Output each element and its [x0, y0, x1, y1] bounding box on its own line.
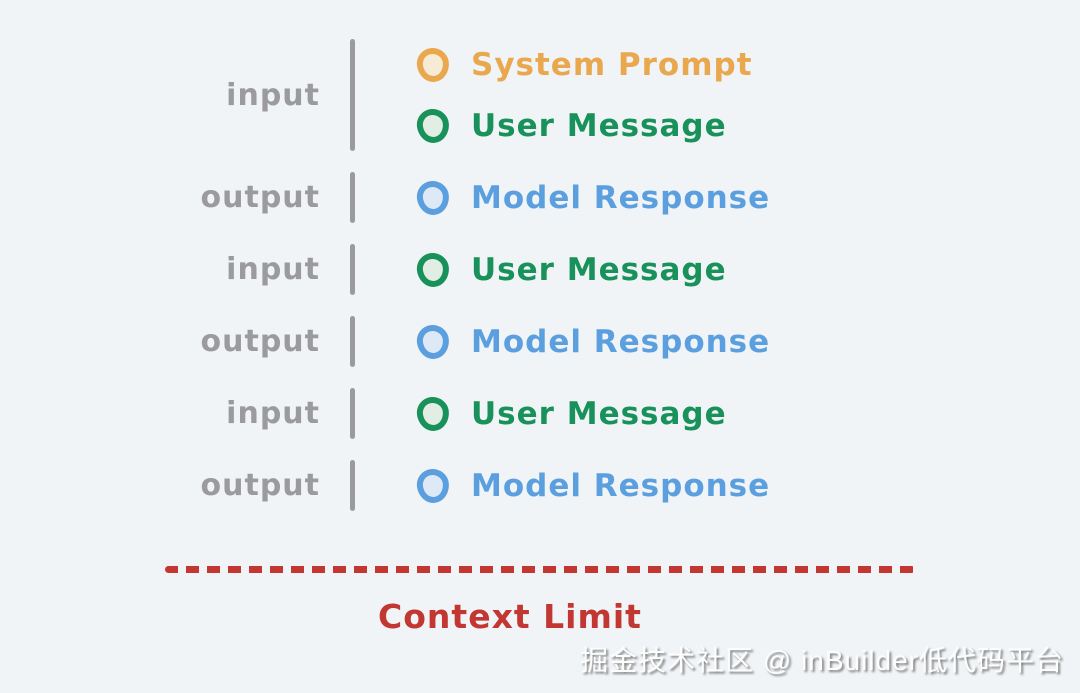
circle-ring-icon	[415, 322, 451, 361]
circle-ring-icon	[415, 394, 451, 433]
message-item-label: Model Response	[471, 179, 771, 216]
group-input-2: input User Message	[0, 239, 1080, 300]
group-output-5: output Model Response	[0, 455, 1080, 516]
message-item-user-message: User Message	[415, 239, 727, 300]
message-item-model-response: Model Response	[415, 455, 771, 516]
group-items: Model Response	[415, 167, 771, 228]
message-item-label: Model Response	[471, 467, 771, 504]
group-input-4: input User Message	[0, 383, 1080, 444]
circle-ring-icon	[415, 178, 451, 217]
output-label: output	[200, 324, 320, 359]
group-output-3: output Model Response	[0, 311, 1080, 372]
group-bracket-bar	[350, 316, 355, 367]
message-item-model-response: Model Response	[415, 167, 771, 228]
group-bracket-bar	[350, 39, 355, 151]
group-output-1: output Model Response	[0, 167, 1080, 228]
circle-ring-icon	[415, 250, 451, 289]
message-item-user-message: User Message	[415, 95, 753, 156]
message-item-label: Model Response	[471, 323, 771, 360]
message-item-system-prompt: System Prompt	[415, 34, 753, 95]
context-limit-label: Context Limit	[378, 597, 642, 636]
group-items: Model Response	[415, 311, 771, 372]
message-item-label: User Message	[471, 107, 727, 144]
circle-ring-icon	[415, 106, 451, 145]
input-label: input	[226, 252, 320, 287]
group-bracket-bar	[350, 460, 355, 511]
circle-ring-icon	[415, 466, 451, 505]
output-label: output	[200, 468, 320, 503]
message-item-user-message: User Message	[415, 383, 727, 444]
group-bracket-bar	[350, 388, 355, 439]
group-bracket-bar	[350, 172, 355, 223]
watermark-text: 掘金技术社区 @ inBuilder低代码平台	[580, 645, 1064, 676]
input-label: input	[226, 396, 320, 431]
circle-ring-icon	[415, 45, 451, 84]
message-item-label: User Message	[471, 251, 727, 288]
group-items: User Message	[415, 239, 727, 300]
context-limit-dashed-line	[165, 566, 915, 573]
message-item-label: System Prompt	[471, 46, 753, 83]
group-items: Model Response	[415, 455, 771, 516]
output-label: output	[200, 180, 320, 215]
group-bracket-bar	[350, 244, 355, 295]
group-items: User Message	[415, 383, 727, 444]
input-label: input	[226, 77, 320, 113]
message-item-model-response: Model Response	[415, 311, 771, 372]
message-item-label: User Message	[471, 395, 727, 432]
